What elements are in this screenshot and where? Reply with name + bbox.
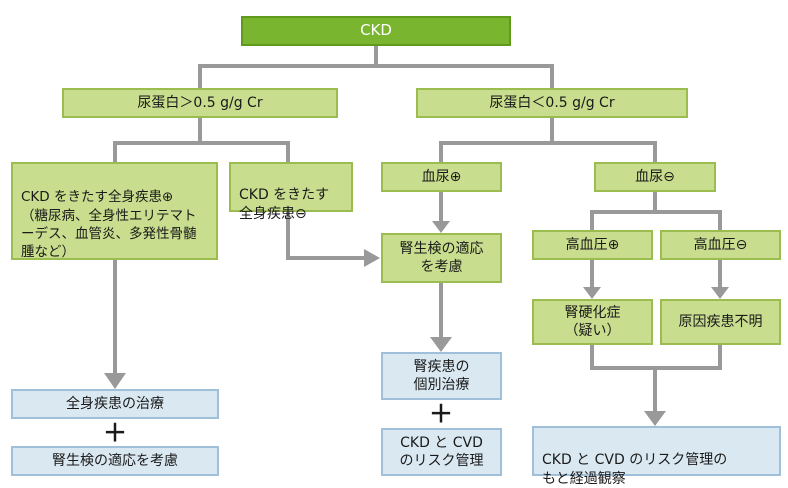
node-nephrosclerosis: 腎硬化症 （疑い） — [532, 299, 653, 345]
edge-systemic-neg-biopsy — [286, 212, 366, 260]
edge-high-split-right — [200, 141, 290, 162]
arrowhead-htn-pos — [583, 287, 601, 299]
node-systemic-treatment: 全身疾患の治療 — [11, 389, 219, 419]
arrowhead-individual — [430, 337, 452, 352]
edge-ckd-split — [198, 46, 378, 88]
node-hypertension-positive: 高血圧⊕ — [532, 230, 653, 260]
node-systemic-disease-positive: CKD をきたす全身疾患⊕ （糖尿病、全身性エリテマトーデス、血管炎、多発性骨髄… — [11, 162, 218, 260]
node-hematuria-positive: 血尿⊕ — [381, 162, 502, 192]
arrowhead-systemic — [104, 373, 126, 389]
arrowhead-hematuria-pos — [432, 221, 450, 233]
edge-ckd-split-right — [376, 64, 554, 88]
plus-sign-center: ＋ — [429, 400, 453, 428]
arrowhead-biopsy-side — [364, 249, 380, 267]
node-ckd: CKD — [241, 16, 511, 46]
edge-hematuria-neg-split — [590, 192, 657, 230]
node-unknown-cause: 原因疾患不明 — [660, 299, 781, 345]
node-hematuria-negative: 血尿⊖ — [594, 162, 716, 192]
node-risk-management-observation: CKD と CVD のリスク管理の もと経過観察 — [532, 426, 781, 487]
edge-low-split — [439, 118, 554, 162]
node-biopsy-consider-secondary: 腎生検の適応を考慮 — [11, 446, 219, 476]
arrowhead-merge — [644, 411, 666, 426]
plus-sign-left: ＋ — [103, 419, 127, 447]
edge-high-split — [113, 118, 202, 162]
node-risk-management-short: CKD と CVD のリスク管理 — [381, 428, 502, 476]
node-individual-treatment: 腎疾患の 個別治療 — [381, 352, 502, 400]
node-consider-biopsy: 腎生検の適応 を考慮 — [381, 233, 502, 283]
edge-hematuria-neg-split-right — [655, 210, 722, 230]
arrowhead-htn-neg — [711, 287, 729, 299]
node-systemic-disease-negative: CKD をきたす 全身疾患⊖ — [229, 162, 353, 222]
node-protein-low: 尿蛋白＜0.5 g/g Cr — [416, 88, 688, 118]
node-hypertension-negative: 高血圧⊖ — [660, 230, 781, 260]
edge-merge-left — [590, 345, 655, 370]
edge-low-split-right — [552, 141, 657, 162]
edge-merge-right — [655, 345, 722, 370]
node-protein-high: 尿蛋白＞0.5 g/g Cr — [62, 88, 338, 118]
